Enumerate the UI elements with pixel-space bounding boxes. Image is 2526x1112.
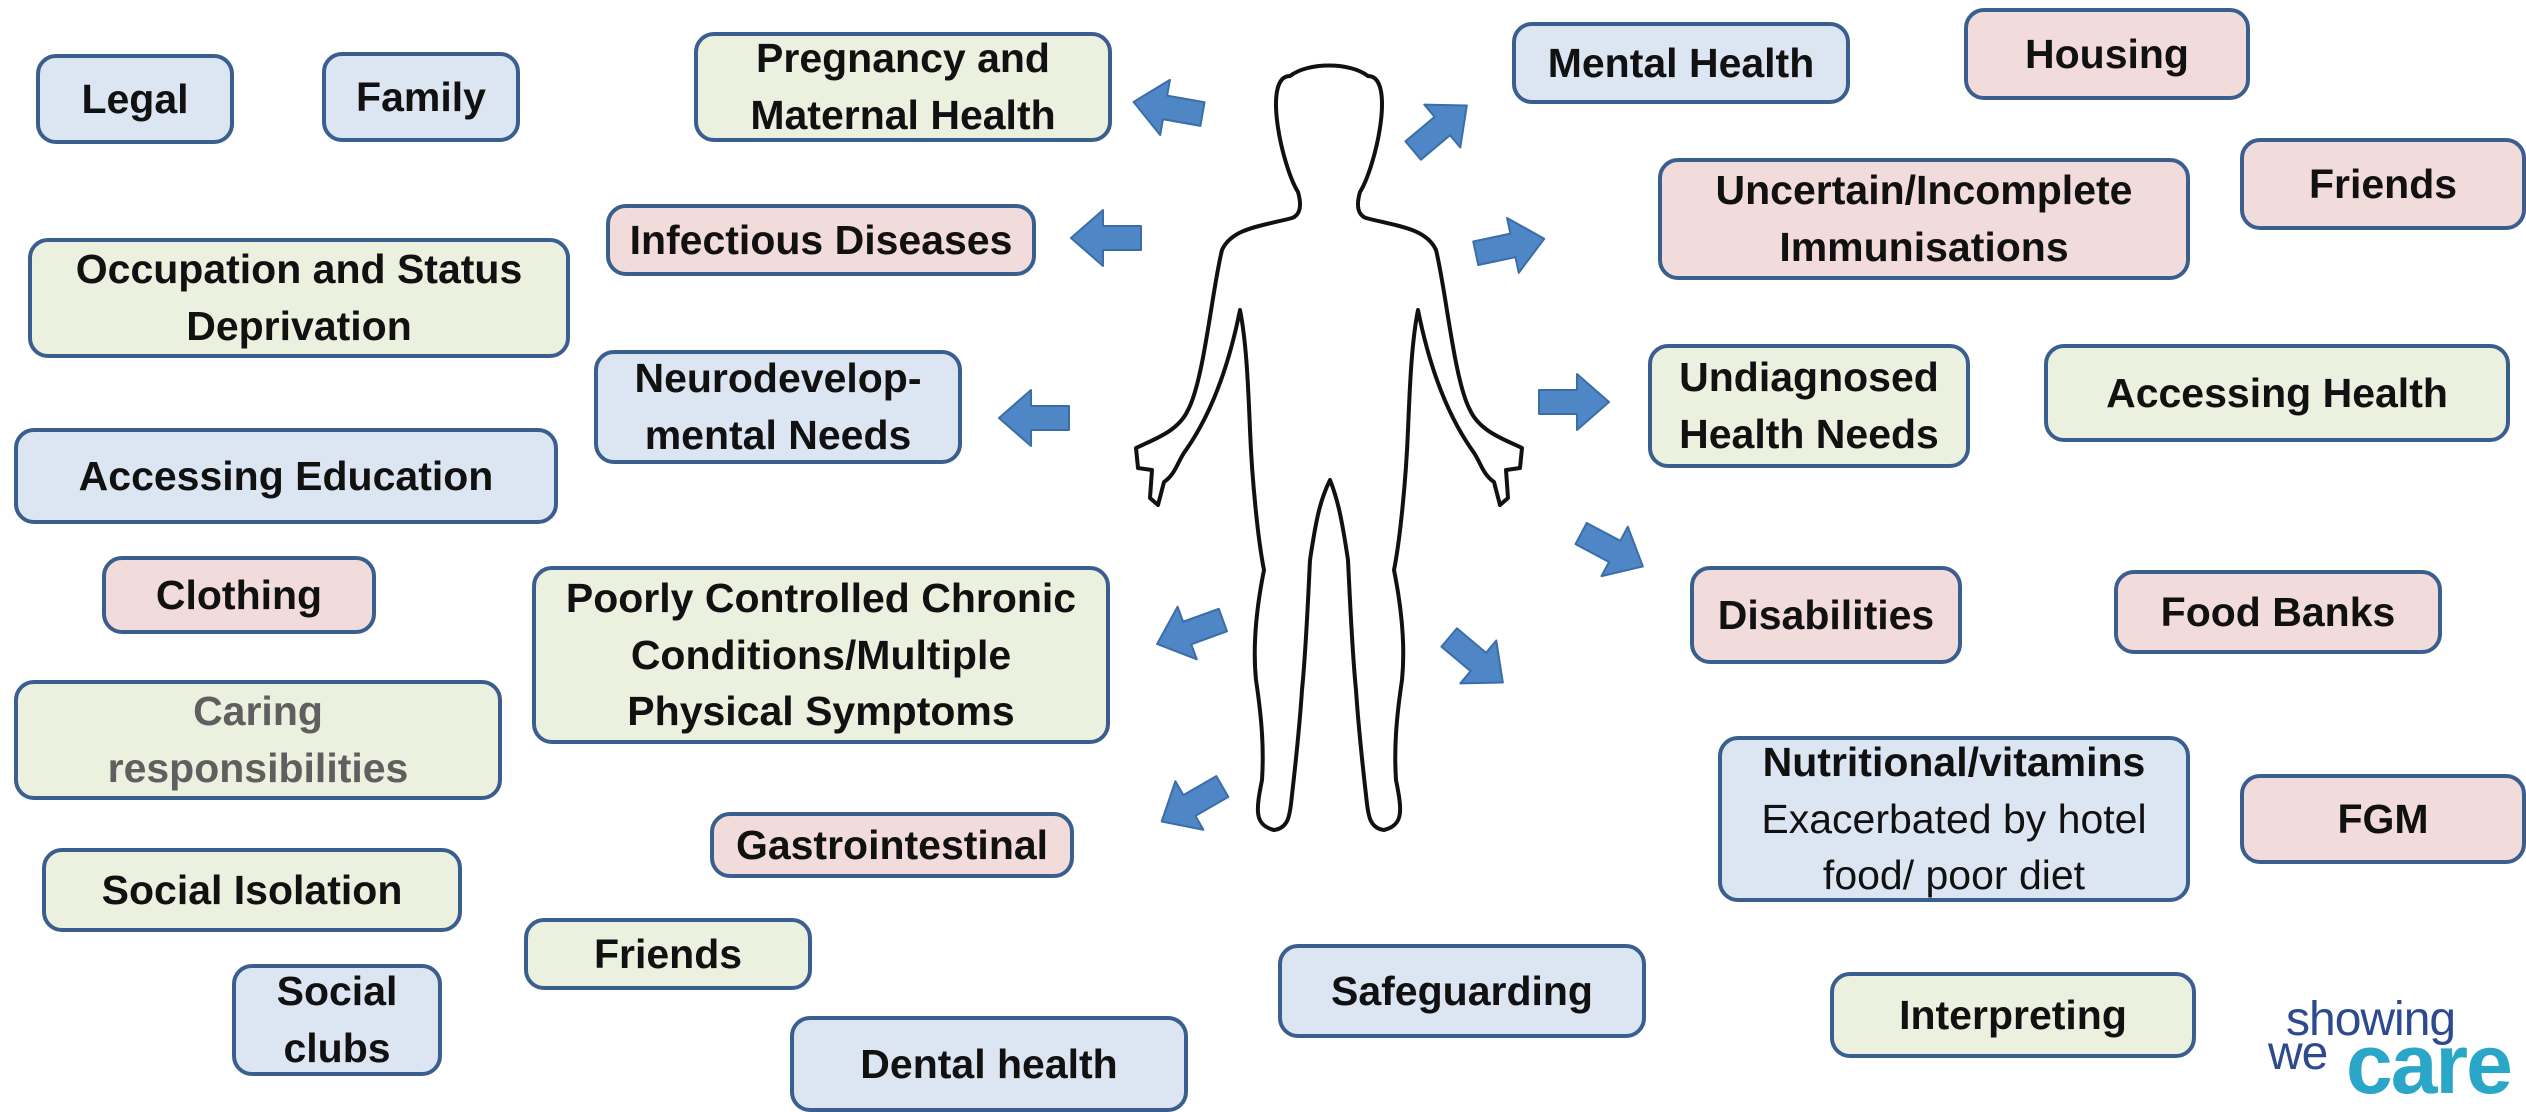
- box-label-line: Maternal Health: [750, 92, 1056, 138]
- arrow-to-neurodevelopmental: [998, 389, 1070, 447]
- arrow-to-infectious-diseases: [1070, 209, 1142, 267]
- box-label-line: Conditions/Multiple: [630, 631, 1012, 678]
- box-label-line: Friends: [2308, 160, 2458, 207]
- box-label-line: Clothing: [155, 571, 323, 618]
- box-legal: Legal: [36, 54, 234, 144]
- box-label-line: Immunisations: [1779, 224, 2069, 270]
- box-label-line: Poorly Controlled Chronic: [565, 575, 1077, 622]
- box-housing: Housing: [1964, 8, 2250, 100]
- box-label-line: Pregnancy and: [756, 35, 1050, 82]
- arrow-to-pregnancy: [1132, 78, 1206, 137]
- box-interpreting: Interpreting: [1830, 972, 2196, 1058]
- box-label-line: Deprivation: [186, 303, 412, 349]
- arrow-to-mental-health: [1404, 103, 1468, 161]
- box-mental-health: Mental Health: [1512, 22, 1850, 104]
- logo-text-we: we: [2268, 1027, 2328, 1080]
- box-label-line: Gastrointestinal: [735, 821, 1049, 868]
- showing-we-care-logo: showing we care: [2268, 992, 2518, 1110]
- box-caring-responsibilities: Caring responsibilities: [14, 680, 502, 800]
- box-label-line: Friends: [593, 930, 743, 977]
- box-label-line: Nutritional/vitamins: [1762, 739, 2146, 786]
- box-fgm: FGM: [2240, 774, 2526, 864]
- box-label-line: mental Needs: [644, 412, 912, 458]
- box-label-line: Mental Health: [1547, 39, 1815, 86]
- box-label-line: Health Needs: [1679, 411, 1939, 457]
- box-label-line: Family: [356, 73, 486, 120]
- box-dental-health: Dental health: [790, 1016, 1188, 1112]
- box-label-line: Uncertain/Incomplete: [1715, 167, 2133, 214]
- box-disabilities: Disabilities: [1690, 566, 1962, 664]
- box-label-line: Neurodevelop-: [634, 355, 922, 402]
- box-social-clubs: Social clubs: [232, 964, 442, 1076]
- box-friends-left: Friends: [524, 918, 812, 990]
- box-friends-right: Friends: [2240, 138, 2526, 230]
- box-label-line: Disabilities: [1717, 591, 1935, 638]
- box-safeguarding: Safeguarding: [1278, 944, 1646, 1038]
- box-label-line: Social Isolation: [101, 866, 403, 913]
- box-gastrointestinal: Gastrointestinal: [710, 812, 1074, 878]
- box-label-line: Caring: [193, 688, 323, 735]
- box-label-line: Occupation and Status: [75, 246, 523, 293]
- box-label-line: Dental health: [860, 1040, 1118, 1087]
- box-label-line: Physical Symptoms: [627, 688, 1015, 735]
- box-label-line: Accessing Education: [78, 452, 494, 499]
- arrow-to-chronic-conditions: [1156, 605, 1228, 661]
- box-clothing: Clothing: [102, 556, 376, 634]
- box-label-line: food/ poor diet: [1822, 852, 2086, 899]
- arrows: [998, 78, 1644, 831]
- arrow-to-gastrointestinal: [1160, 775, 1230, 831]
- arrow-to-undiagnosed: [1538, 373, 1610, 431]
- box-label-line: Exacerbated by hotel: [1761, 795, 2147, 842]
- logo-text-showing: showing: [2286, 993, 2456, 1046]
- box-neurodevelopmental-needs: Neurodevelop-mental Needs: [594, 350, 962, 464]
- box-label-line: Infectious Diseases: [629, 216, 1013, 263]
- logo-text-care: care: [2346, 1017, 2513, 1111]
- box-label-line: Safeguarding: [1331, 967, 1593, 1014]
- box-label-line: Interpreting: [1899, 991, 2127, 1038]
- human-body-outline: [1134, 63, 1524, 832]
- arrow-to-disabilities: [1574, 521, 1644, 578]
- box-label-line: FGM: [2337, 795, 2429, 842]
- box-label-line: Legal: [81, 75, 189, 122]
- box-food-banks: Food Banks: [2114, 570, 2442, 654]
- box-label-line: Accessing Health: [2106, 369, 2448, 416]
- box-social-isolation: Social Isolation: [42, 848, 462, 932]
- box-family: Family: [322, 52, 520, 142]
- box-accessing-health: Accessing Health: [2044, 344, 2510, 442]
- box-label-line: Food Banks: [2160, 588, 2396, 635]
- box-label-line: Housing: [2025, 30, 2189, 77]
- box-label-line: Social: [276, 968, 398, 1015]
- box-label-line: Undiagnosed: [1679, 354, 1939, 401]
- box-infectious-diseases: Infectious Diseases: [606, 204, 1036, 276]
- box-accessing-education: Accessing Education: [14, 428, 558, 524]
- arrow-to-immunisations: [1472, 216, 1546, 274]
- box-label-line: responsibilities: [107, 745, 409, 791]
- box-label-line: clubs: [283, 1025, 391, 1071]
- arrow-to-right-lower: [1440, 627, 1504, 685]
